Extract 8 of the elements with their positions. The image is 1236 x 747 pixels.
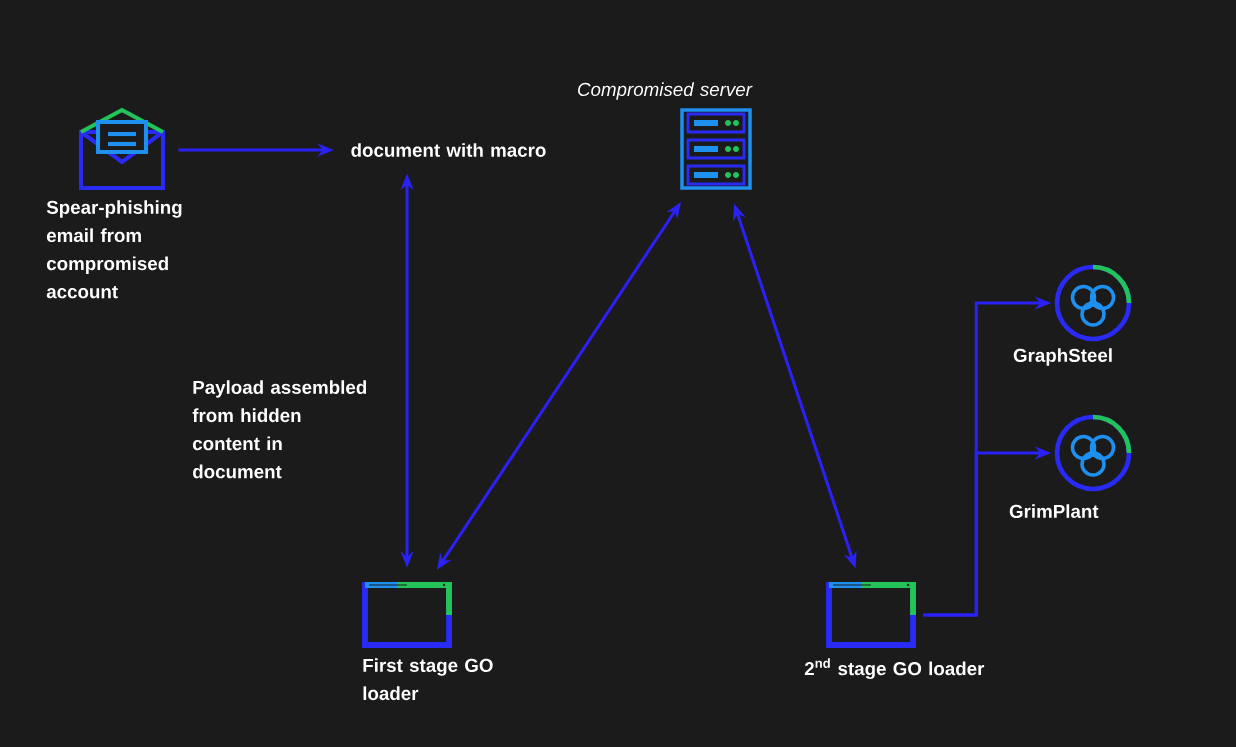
node-label: GrimPlant [1009, 504, 1099, 518]
node-label: First stage GO loader [363, 658, 493, 701]
node-label: Compromised server [578, 82, 753, 100]
node-label: document with macro [351, 143, 546, 157]
node-label: GraphSteel [1013, 348, 1112, 366]
node-label: 2$^{nd}$ stage GO loader [804, 658, 985, 680]
edge-label: Payload assembled from hidden content in document [192, 380, 367, 479]
node-label: Spear-phishing email from compromised account [46, 200, 182, 299]
